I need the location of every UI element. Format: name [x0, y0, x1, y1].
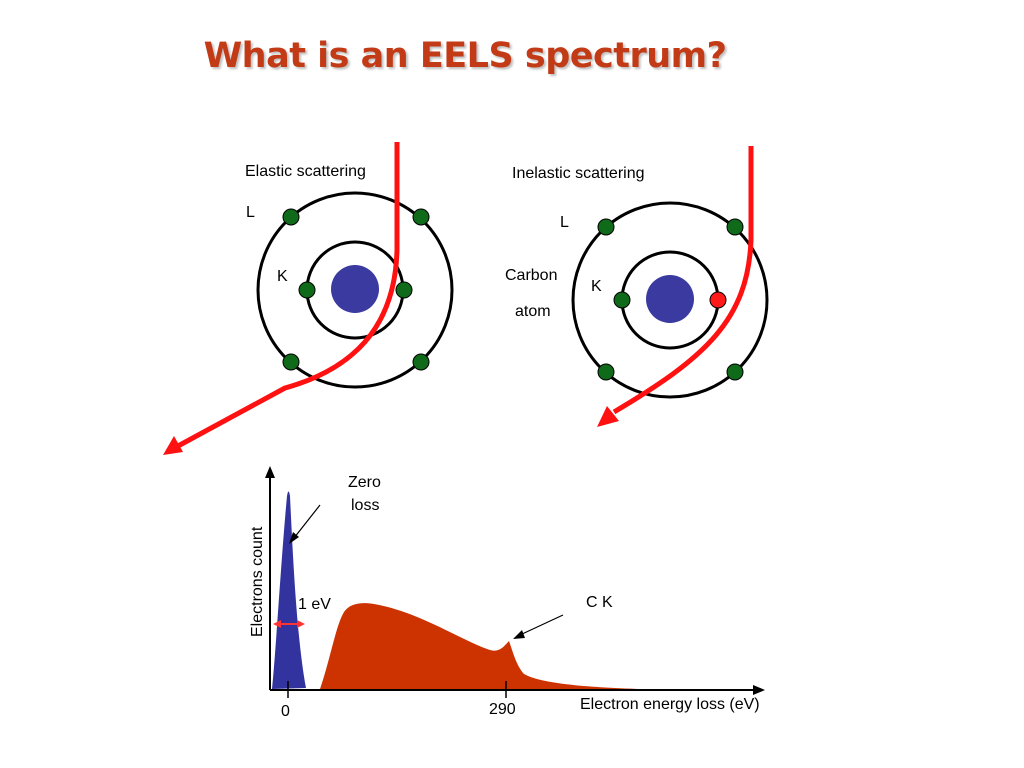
x-tick-label-0: 0	[281, 703, 290, 720]
x-axis-arrowhead	[753, 685, 765, 695]
carbon-atom-label-line2: atom	[515, 303, 551, 320]
eels-spectrum: 0 290 Electrons count Electron energy lo…	[249, 466, 765, 720]
elastic-nucleus	[331, 265, 379, 313]
spectrum-fill	[320, 603, 760, 690]
x-axis-label: Electron energy loss (eV)	[580, 696, 760, 713]
elastic-beam-path	[176, 142, 400, 449]
elastic-label: Elastic scattering	[245, 163, 366, 180]
inelastic-excited-electron	[709, 291, 727, 309]
edge-pointer	[519, 614, 564, 636]
width-marker-right-arrowhead	[297, 620, 305, 628]
elastic-electron	[282, 353, 300, 371]
inelastic-atom: Inelastic scattering L K Carbon atom	[505, 146, 769, 427]
width-label: 1 eV	[298, 596, 331, 613]
inelastic-electron	[613, 291, 631, 309]
edge-pointer-arrowhead	[513, 630, 525, 639]
zero-loss-pointer-arrowhead	[289, 532, 299, 544]
elastic-atom: Elastic scattering L K	[163, 142, 454, 455]
inelastic-nucleus	[646, 275, 694, 323]
elastic-electron	[298, 281, 316, 299]
inelastic-electron	[726, 218, 744, 236]
width-marker-left-arrowhead	[273, 620, 281, 628]
elastic-electron	[412, 208, 430, 226]
elastic-beam-arrowhead	[163, 436, 183, 455]
zero-loss-label-line1: Zero	[348, 474, 381, 491]
inelastic-beam-path	[612, 146, 754, 415]
inelastic-shell-k-label: K	[591, 278, 602, 295]
slide-title: What is an EELS spectrum?	[203, 36, 727, 76]
inelastic-l-shell	[571, 201, 769, 399]
zero-loss-label-line2: loss	[351, 497, 379, 514]
inelastic-shell-l-label: L	[560, 214, 569, 231]
elastic-electron	[395, 281, 413, 299]
elastic-shell-k-label: K	[277, 268, 288, 285]
carbon-atom-label-line1: Carbon	[505, 267, 557, 284]
x-tick-label-290: 290	[489, 701, 516, 718]
edge-label: C K	[586, 594, 613, 611]
elastic-electron	[412, 353, 430, 371]
y-axis-label: Electrons count	[249, 526, 266, 637]
elastic-electron	[282, 208, 300, 226]
elastic-shell-l-label: L	[246, 204, 255, 221]
elastic-l-shell	[256, 191, 454, 389]
inelastic-label: Inelastic scattering	[512, 165, 645, 182]
y-axis-arrowhead	[265, 466, 275, 478]
inelastic-electron	[597, 363, 615, 381]
inelastic-beam-arrowhead	[597, 406, 619, 427]
zero-loss-pointer	[293, 504, 321, 539]
inelastic-electron	[726, 363, 744, 381]
zero-loss-peak	[272, 491, 306, 689]
inelastic-electron	[597, 218, 615, 236]
